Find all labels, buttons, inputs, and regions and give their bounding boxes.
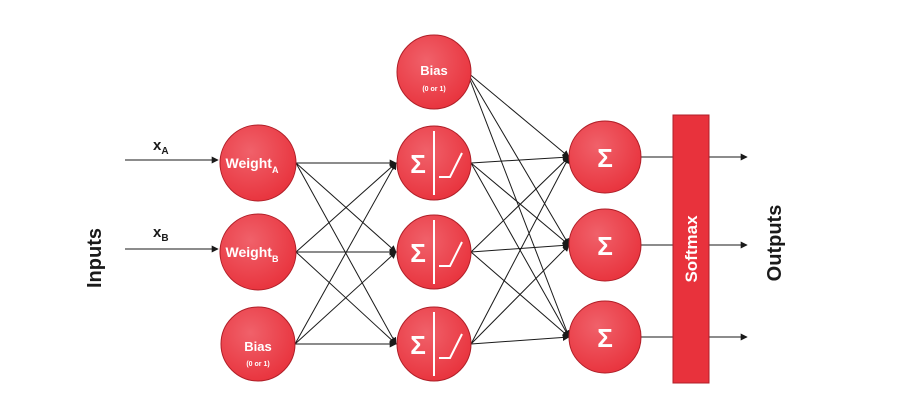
input-sub-xa: A	[161, 146, 168, 157]
input-bias-node	[220, 306, 296, 382]
edge-input-1-hidden-0	[295, 162, 397, 253]
edge-hidden-0-output-0	[466, 71, 570, 158]
output-neuron-1-sum: Σ	[597, 143, 613, 173]
edge-hidden-0-output-2	[466, 71, 571, 338]
weight-a-text: Weight	[226, 155, 273, 171]
hidden-neuron-2: Σ	[396, 214, 472, 290]
output-neuron-1	[568, 120, 642, 194]
edge-hidden-2-output-1	[470, 241, 570, 253]
output-neuron-3	[568, 300, 642, 374]
hidden-bias-label: Bias	[420, 63, 447, 78]
relu-icon	[439, 333, 463, 359]
hidden-bias-sublabel: (0 or 1)	[422, 86, 445, 93]
weight-a-sub: A	[272, 165, 279, 175]
edge-hidden-3-output-2	[470, 333, 570, 345]
input-label-xa: xA	[153, 137, 169, 157]
output-neuron-2-sum: Σ	[597, 231, 613, 261]
softmax-label: Softmax	[682, 215, 701, 283]
softmax-block: Softmax	[672, 114, 710, 384]
weight-b-node	[219, 213, 297, 291]
connections	[125, 71, 748, 348]
hidden-neuron-1: Σ	[396, 125, 472, 201]
input-layer: WeightA WeightB Bias (0 or 1)	[219, 124, 297, 382]
weight-a-label: WeightA	[226, 155, 279, 175]
softmax-bar	[672, 114, 710, 384]
input-label-xb: xB	[153, 224, 169, 244]
hidden-neuron-1-sum: Σ	[410, 149, 426, 179]
edge-input-2-hidden-1	[294, 251, 397, 345]
output-layer: Σ Σ Σ	[568, 120, 642, 374]
output-neuron-2	[568, 208, 642, 282]
output-neuron-3-sum: Σ	[597, 323, 613, 353]
input-bias-sublabel: (0 or 1)	[246, 361, 269, 368]
input-var-xb: x	[153, 224, 162, 241]
outputs-label: Outputs	[764, 205, 786, 282]
hidden-bias-node	[396, 34, 472, 110]
hidden-neuron-2-sum: Σ	[410, 238, 426, 268]
weight-a-node	[219, 124, 297, 202]
weight-b-label: WeightB	[226, 244, 279, 264]
edge-input-2-hidden-0	[294, 162, 397, 345]
input-sub-xb: B	[161, 233, 168, 244]
edge-hidden-2-output-0	[470, 156, 570, 253]
relu-icon	[439, 152, 463, 178]
relu-icon	[439, 241, 463, 267]
edge-hidden-3-output-1	[470, 244, 570, 345]
hidden-neuron-3: Σ	[396, 306, 472, 382]
weight-b-sub: B	[272, 254, 279, 264]
input-bias-label: Bias	[244, 339, 271, 354]
hidden-layer: Bias (0 or 1) Σ Σ Σ	[396, 34, 472, 382]
inputs-label: Inputs	[84, 228, 106, 288]
edge-hidden-0-output-1	[466, 71, 570, 246]
edge-hidden-1-output-0	[470, 153, 570, 164]
hidden-neuron-3-sum: Σ	[410, 330, 426, 360]
weight-b-text: Weight	[226, 244, 273, 260]
edge-hidden-3-output-0	[470, 156, 570, 345]
input-var-xa: x	[153, 137, 162, 154]
